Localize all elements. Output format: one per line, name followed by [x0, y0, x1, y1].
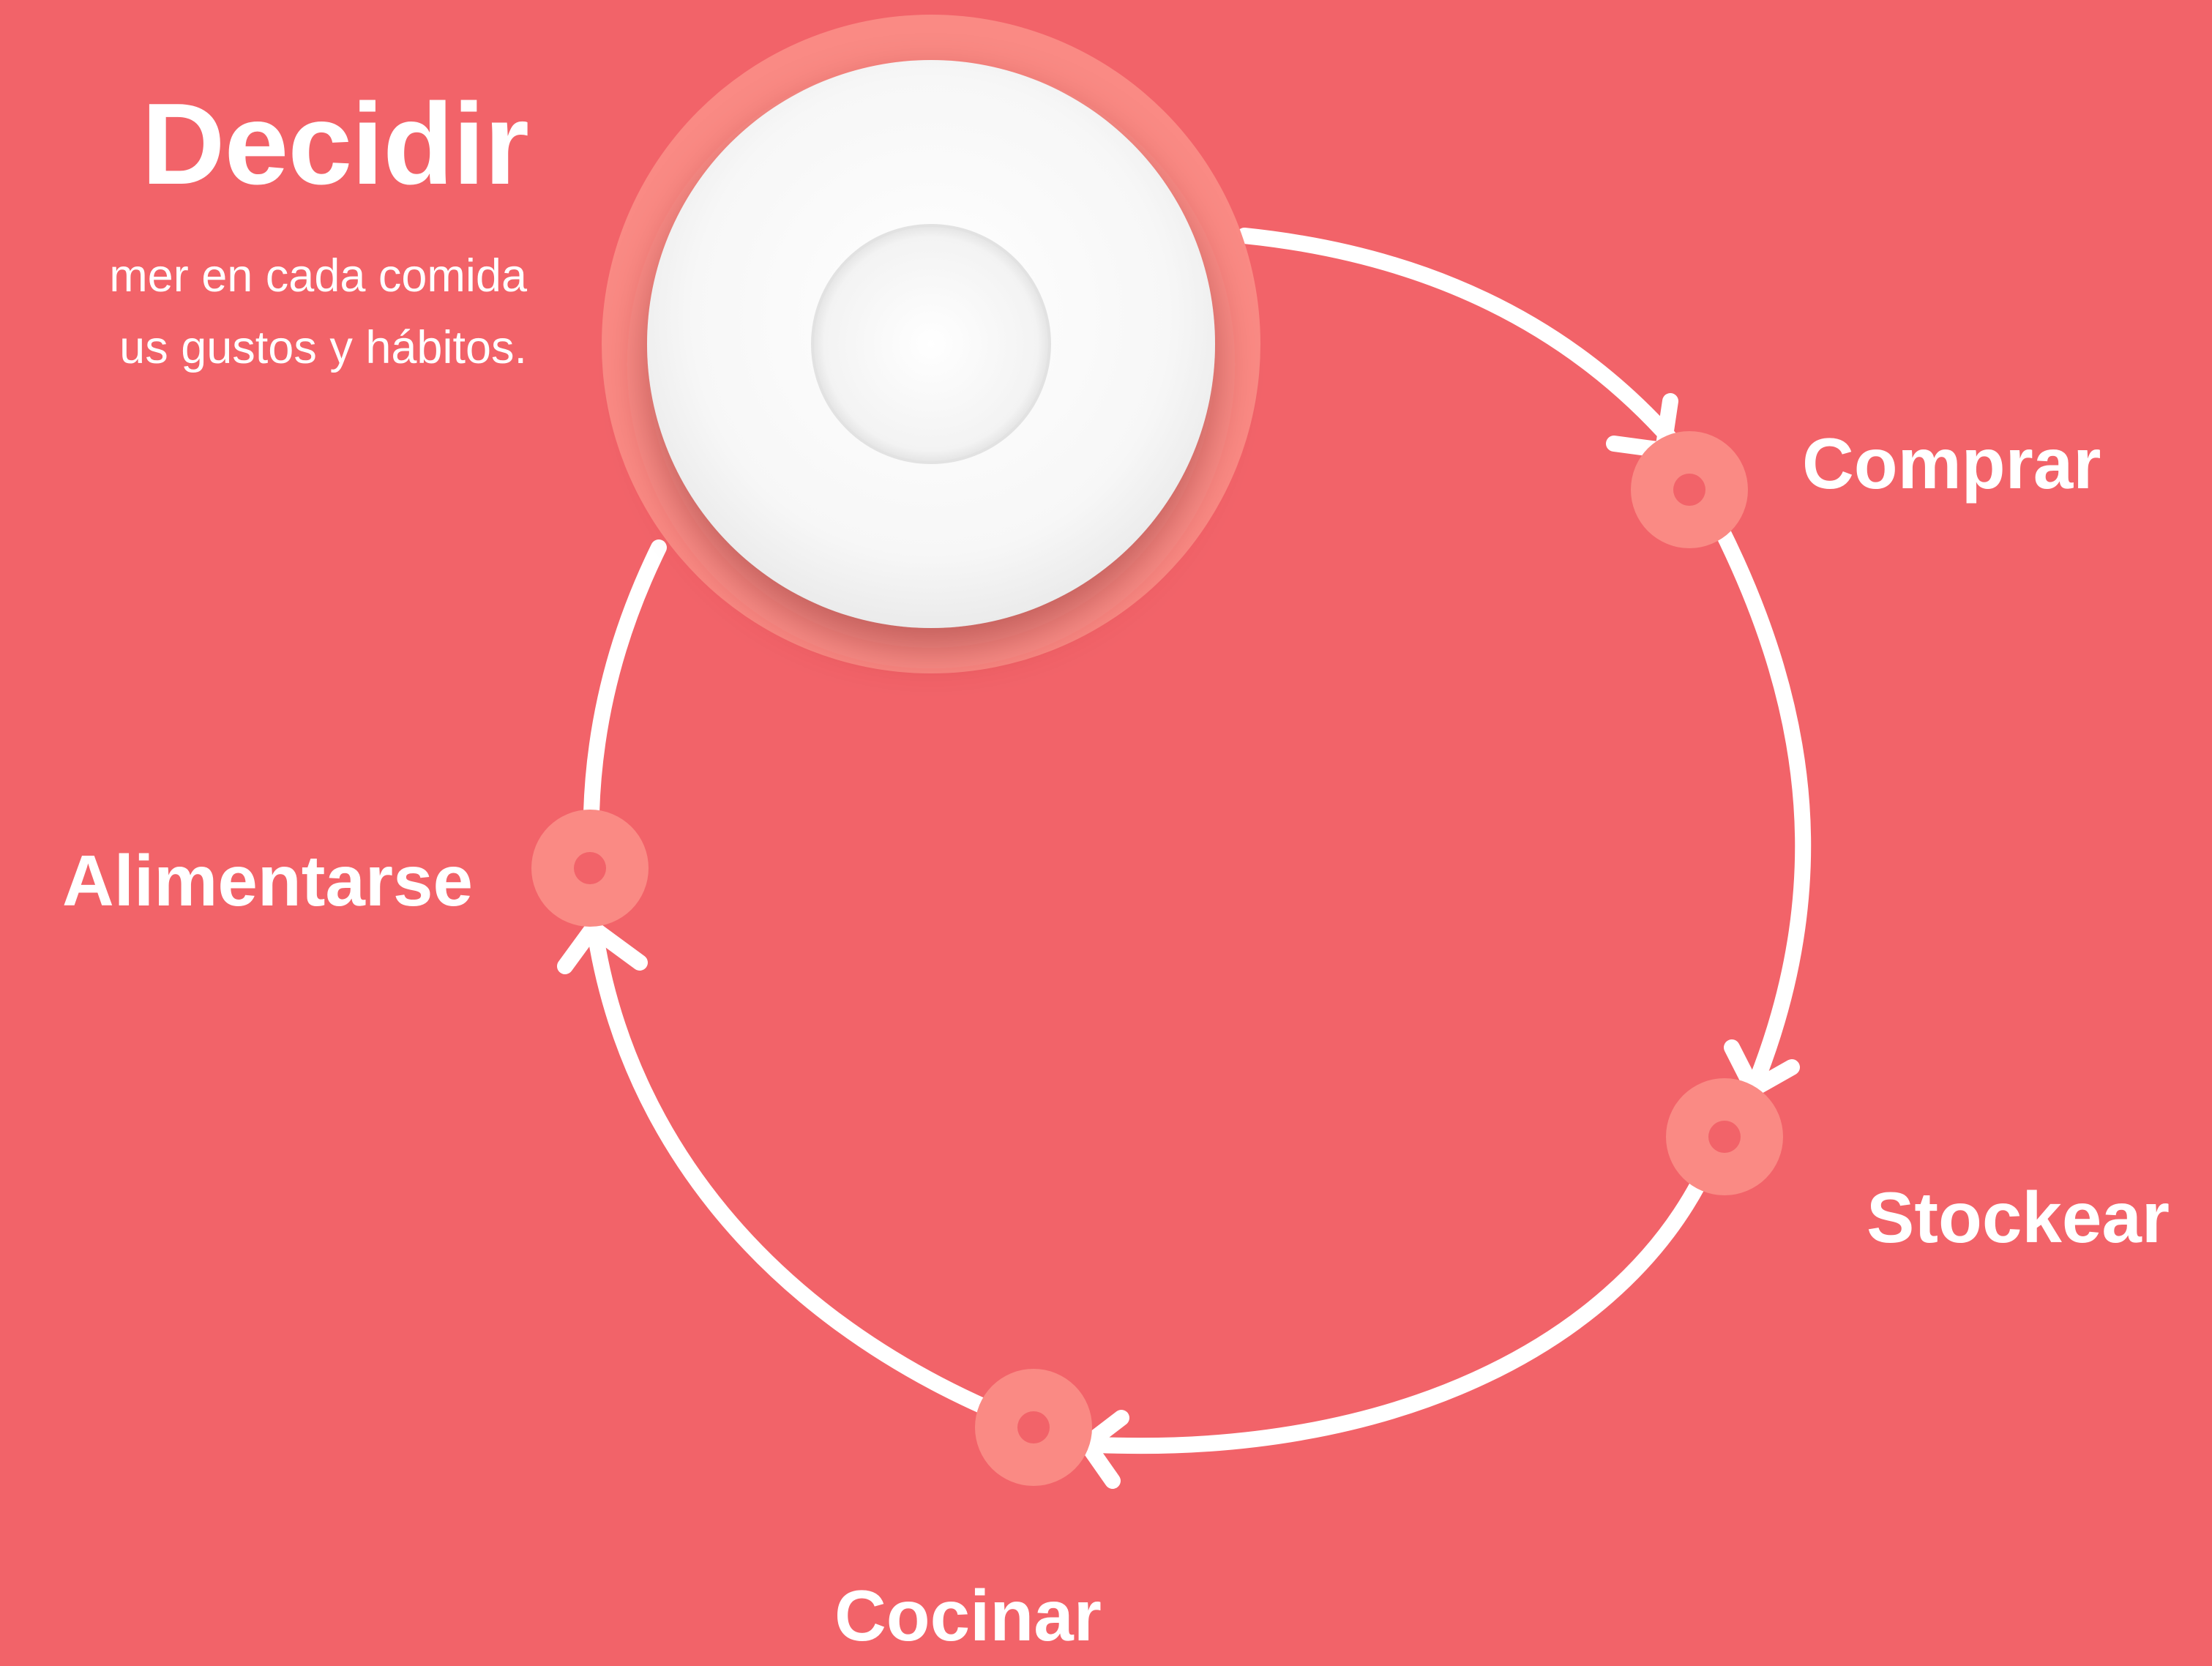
node-cocinar	[975, 1369, 1092, 1486]
node-center	[1708, 1121, 1741, 1153]
stage-label-comprar: Comprar	[1802, 423, 2101, 504]
stage-label-cocinar: Cocinar	[834, 1575, 1102, 1656]
plate-icon	[602, 15, 1260, 673]
arc-comprar-stockear	[1712, 519, 1812, 1088]
arc-decidir-comprar	[1236, 228, 1681, 449]
node-center	[1017, 1411, 1050, 1443]
node-center	[1673, 474, 1705, 506]
description-line: us gustos y hábitos.	[119, 322, 527, 373]
description-line: mer en cada comida	[109, 250, 527, 302]
stage-label-alimentarse: Alimentarse	[61, 840, 473, 921]
node-comprar	[1631, 431, 1748, 548]
node-alimentarse	[531, 810, 649, 927]
stage-title-decidir: Decidir	[141, 80, 529, 209]
plate-well	[811, 224, 1051, 464]
arc-stockear-cocinar	[1090, 1176, 1706, 1454]
arc-cocinar-alimentarse	[588, 929, 993, 1415]
arrow-head-icon	[557, 920, 648, 974]
node-center	[574, 852, 606, 884]
stage-description-decidir: mer en cada comida us gustos y hábitos.	[109, 240, 527, 384]
arc-alimentarse-decidir	[583, 539, 667, 821]
stage-label-stockear: Stockear	[1867, 1177, 2170, 1258]
node-stockear	[1666, 1078, 1783, 1195]
